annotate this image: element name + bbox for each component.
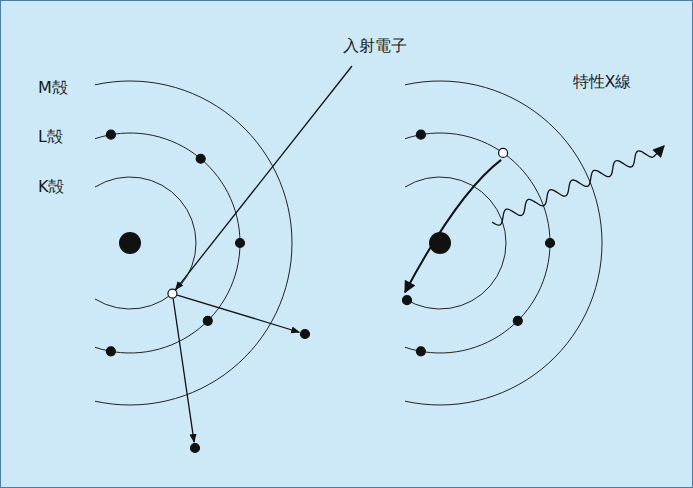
x-ray-label: 特性X線 [573,72,632,91]
shell-label: M殻 [38,78,68,97]
electron [106,347,115,356]
electron [106,130,115,139]
electron [416,130,425,139]
electron-hole [499,148,508,157]
electron [236,239,245,248]
x-ray-wave [492,146,664,225]
electron [196,154,205,163]
shell-label: K殻 [38,177,65,196]
electron [203,316,212,325]
electron-hole [168,289,177,298]
scattered-electron-path [173,299,194,443]
incident-electron-label: 入射電子 [343,36,407,55]
electron-transition [405,160,501,292]
label-text: K殻 [38,177,65,196]
label-text: L殻 [38,127,63,146]
label-text: 特性X線 [573,72,632,91]
shell-label: L殻 [38,127,63,146]
electron [416,347,425,356]
scattered-electron-path [177,295,299,332]
electron-shell [405,81,602,405]
electron-shell [95,81,292,405]
electron-shell [95,133,240,353]
electron-shell [405,177,506,309]
electron-shell [95,177,196,309]
incident-electron-path [176,66,352,290]
label-text: 入射電子 [343,36,407,55]
electron [191,444,200,453]
atom-after [403,81,665,405]
electron [546,239,555,248]
electron-shell [405,133,550,353]
label-text: M殻 [38,78,68,97]
nucleus [119,232,141,254]
electron [301,330,310,339]
electron [513,316,522,325]
atom-before [95,66,352,453]
electron [403,296,412,305]
